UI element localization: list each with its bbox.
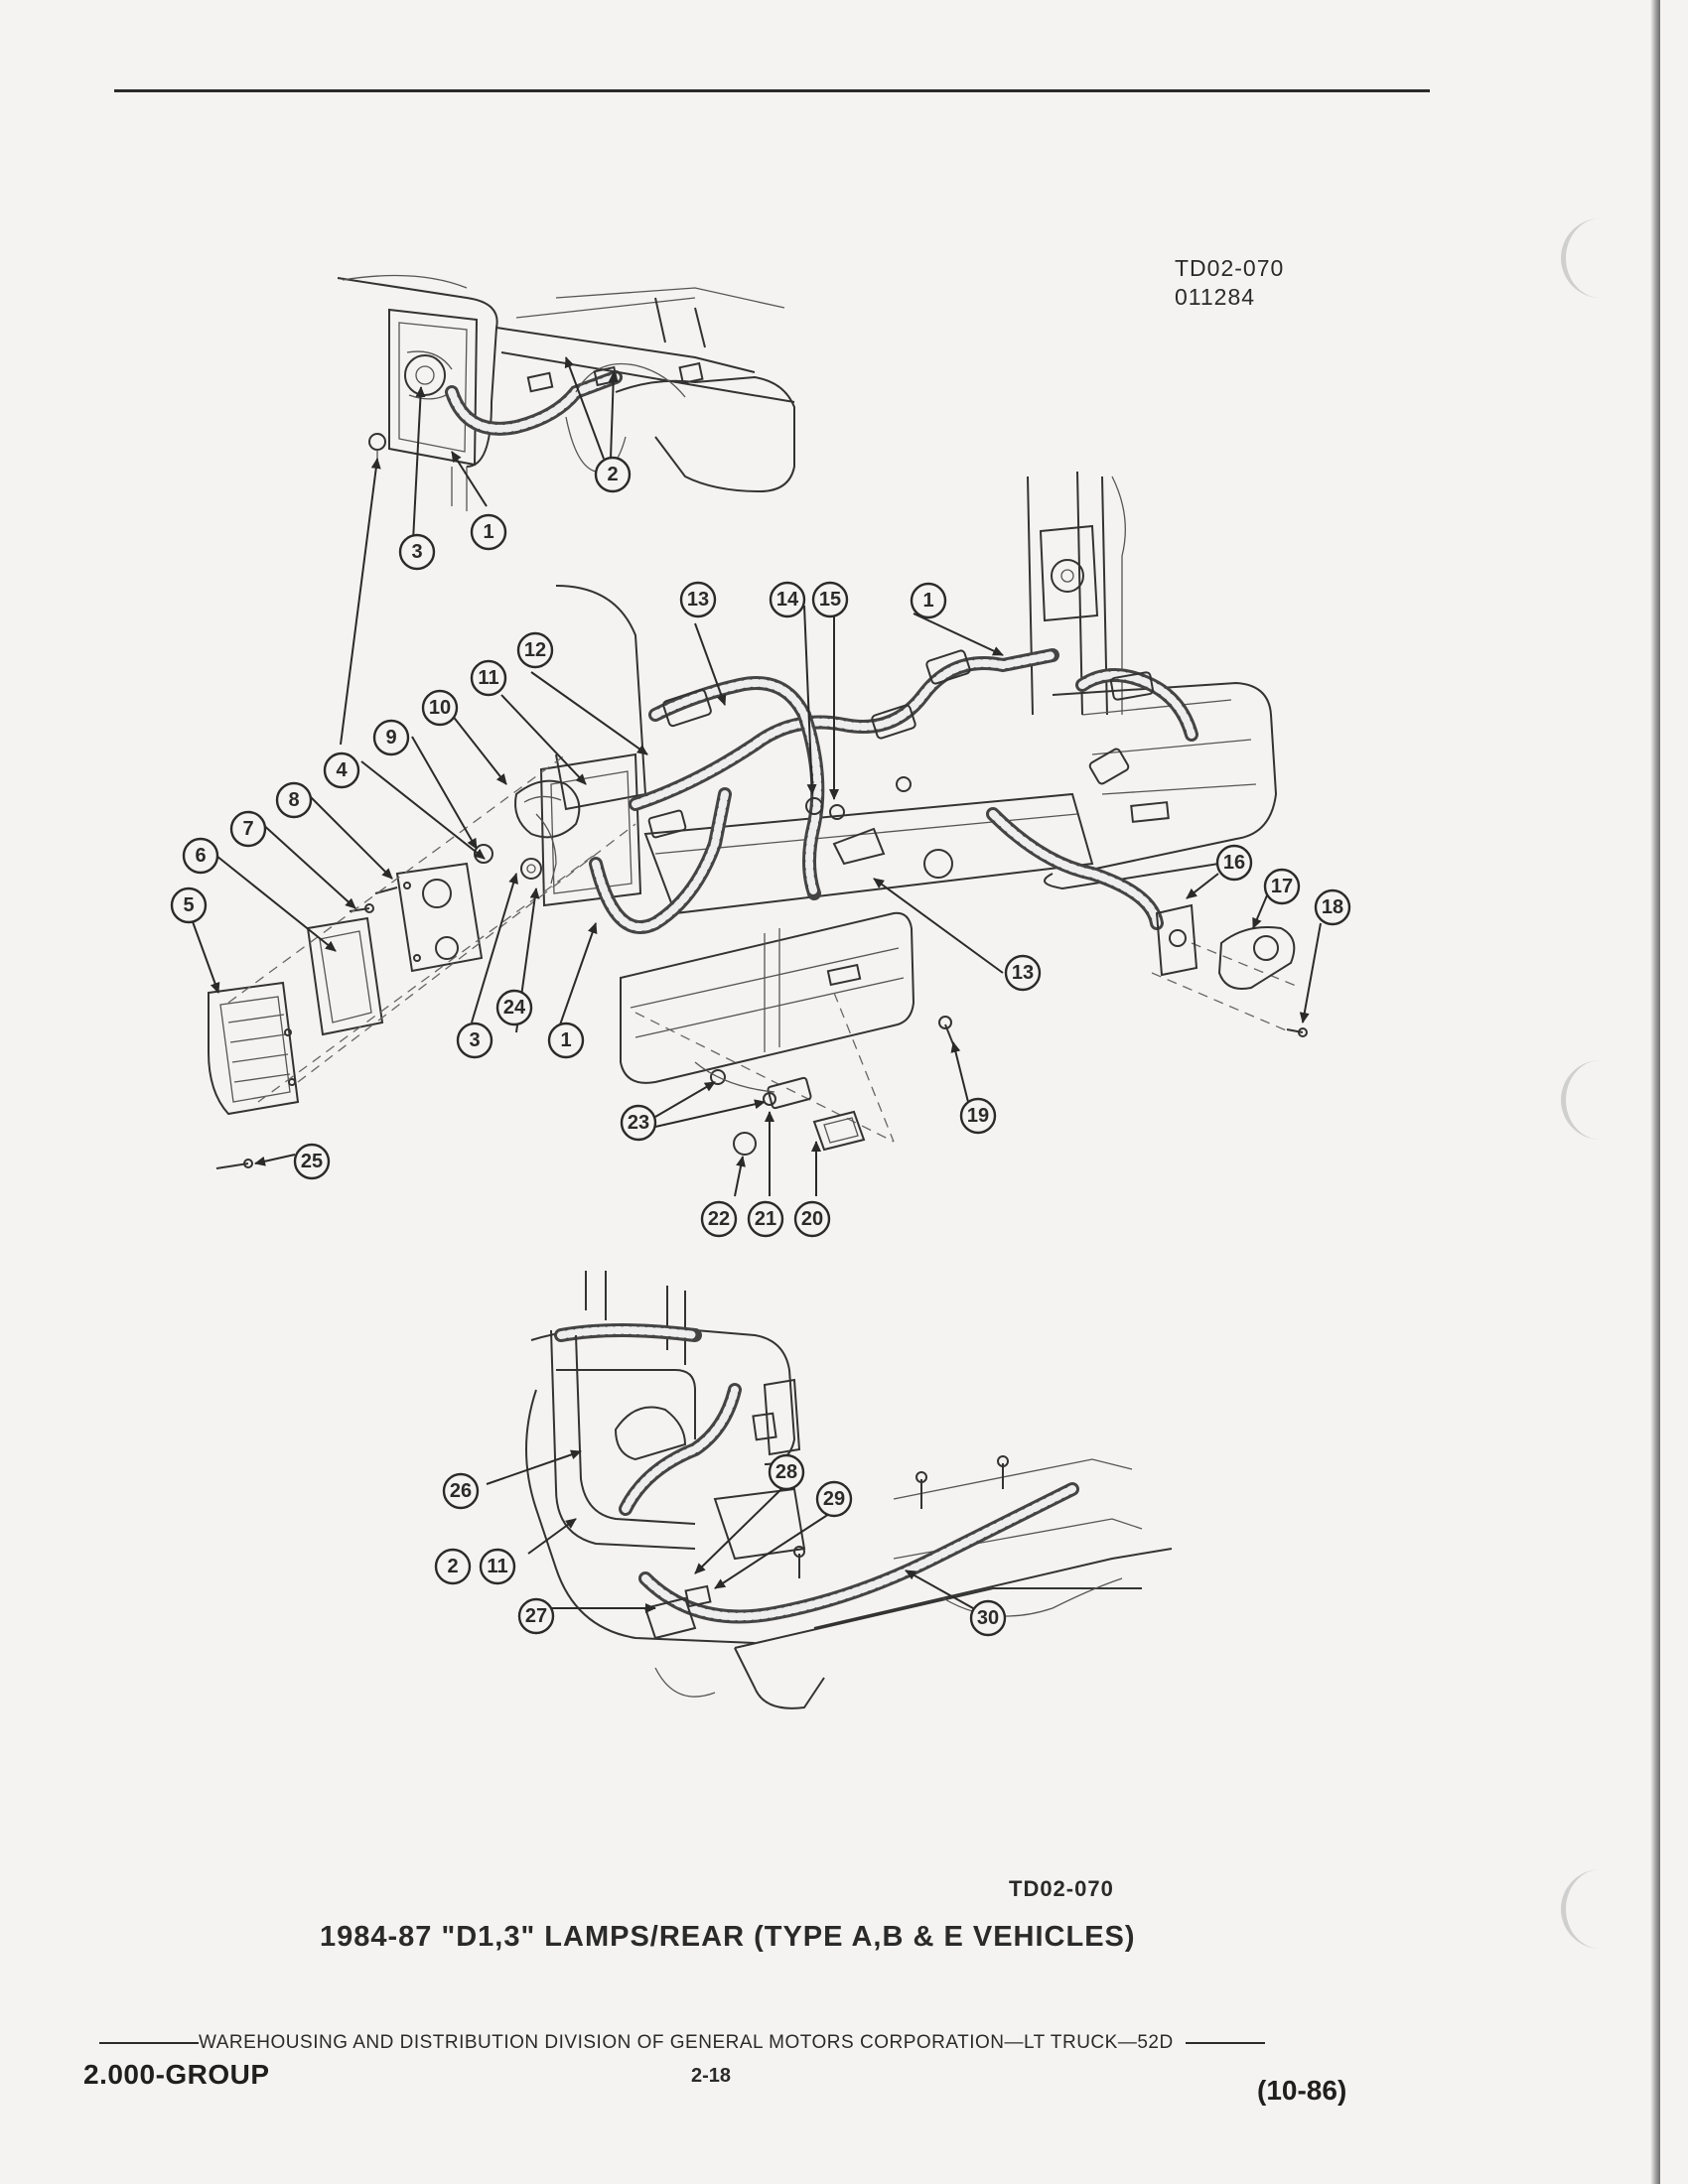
footer-page-number: 2-18	[691, 2065, 732, 2087]
svg-text:30: 30	[977, 1607, 999, 1629]
page-edge-shadow	[1650, 0, 1660, 2184]
callout-8: 8	[275, 781, 313, 819]
callout-24: 24	[495, 989, 533, 1026]
svg-text:6: 6	[195, 845, 206, 867]
svg-text:3: 3	[411, 541, 422, 563]
svg-text:14: 14	[776, 589, 799, 611]
svg-text:27: 27	[525, 1605, 547, 1627]
callout-15: 15	[811, 581, 849, 618]
svg-text:1: 1	[922, 590, 933, 612]
svg-text:4: 4	[336, 759, 348, 781]
callout-3-lower: 3	[456, 1022, 493, 1059]
svg-text:13: 13	[1012, 962, 1034, 984]
callout-9: 9	[372, 719, 410, 756]
callout-27: 27	[517, 1597, 555, 1635]
svg-text:3: 3	[469, 1029, 480, 1051]
top-rule	[114, 89, 1430, 92]
svg-text:16: 16	[1223, 852, 1245, 874]
callout-19: 19	[959, 1097, 997, 1135]
callout-2-bottom: 2	[434, 1548, 472, 1585]
callout-16: 16	[1215, 844, 1253, 882]
callout-14: 14	[769, 581, 806, 618]
figure-code-block: TD02-070 011284	[1175, 254, 1284, 312]
svg-text:11: 11	[478, 667, 498, 689]
svg-text:22: 22	[708, 1208, 730, 1230]
svg-text:7: 7	[242, 818, 253, 840]
callout-11-bottom: 11	[479, 1548, 516, 1585]
svg-text:9: 9	[385, 727, 396, 749]
callout-4: 4	[323, 751, 360, 789]
svg-text:1: 1	[560, 1029, 571, 1051]
callout-23: 23	[620, 1104, 657, 1142]
lower-detail-view	[525, 1271, 1173, 1709]
figure-code-bottom: TD02-070	[1009, 1876, 1114, 1901]
leader-lines	[186, 356, 1322, 1613]
footer-group: 2.000-GROUP	[83, 2059, 270, 2090]
binder-hole-top	[1561, 218, 1606, 298]
svg-text:20: 20	[801, 1208, 823, 1230]
svg-text:17: 17	[1271, 876, 1293, 897]
callout-1-main: 1	[910, 582, 947, 619]
footer-revision-date: (10-86)	[1257, 2075, 1347, 2106]
svg-text:28: 28	[775, 1461, 797, 1483]
callout-18: 18	[1314, 888, 1351, 926]
svg-text:29: 29	[823, 1488, 845, 1510]
callout-21: 21	[747, 1200, 784, 1238]
svg-text:24: 24	[503, 997, 526, 1019]
main-exploded-view	[208, 471, 1308, 1169]
callout-7: 7	[229, 810, 267, 848]
footer-division-line: WAREHOUSING AND DISTRIBUTION DIVISION OF…	[99, 2032, 1265, 2054]
svg-text:18: 18	[1322, 896, 1343, 918]
svg-text:8: 8	[288, 789, 299, 811]
svg-text:10: 10	[429, 697, 451, 719]
callout-2-top: 2	[594, 456, 632, 493]
figure-code-top: TD02-070	[1175, 255, 1285, 281]
callout-13-lower: 13	[1004, 954, 1042, 992]
callout-3-top: 3	[398, 533, 436, 571]
callout-12: 12	[516, 631, 554, 669]
callout-25: 25	[293, 1143, 331, 1180]
callout-1-lower: 1	[547, 1022, 585, 1059]
callout-1-top: 1	[470, 513, 507, 551]
svg-text:13: 13	[687, 589, 709, 611]
figure-date-code: 011284	[1175, 284, 1256, 310]
callout-5: 5	[170, 887, 208, 924]
svg-text:2: 2	[447, 1556, 458, 1577]
svg-text:26: 26	[450, 1480, 472, 1502]
svg-text:25: 25	[301, 1151, 323, 1172]
binder-hole-middle	[1561, 1060, 1606, 1140]
callout-30: 30	[969, 1599, 1007, 1637]
svg-text:15: 15	[819, 589, 841, 611]
footer-rule-right	[1185, 2041, 1265, 2044]
footer-division-text: WAREHOUSING AND DISTRIBUTION DIVISION OF…	[199, 2032, 1174, 2053]
callout-26: 26	[442, 1472, 480, 1510]
svg-text:23: 23	[628, 1112, 649, 1134]
callout-6: 6	[182, 837, 219, 875]
binder-hole-bottom	[1561, 1869, 1606, 1949]
figure-caption: 1984-87 "D1,3" LAMPS/REAR (TYPE A,B & E …	[320, 1921, 1136, 1953]
upper-detail-view	[337, 274, 795, 511]
callout-13-top: 13	[679, 581, 717, 618]
callout-10: 10	[421, 689, 459, 727]
svg-text:12: 12	[524, 639, 546, 661]
svg-text:1: 1	[483, 521, 493, 543]
callout-17: 17	[1263, 868, 1301, 905]
callout-20: 20	[793, 1200, 831, 1238]
callout-28: 28	[768, 1453, 805, 1491]
callout-29: 29	[815, 1480, 853, 1518]
svg-text:2: 2	[607, 464, 618, 485]
callout-11-main: 11	[470, 659, 507, 697]
svg-text:11: 11	[487, 1556, 507, 1577]
footer-rule-left	[99, 2041, 199, 2044]
svg-text:21: 21	[755, 1208, 776, 1230]
svg-text:5: 5	[183, 894, 194, 916]
callout-22: 22	[700, 1200, 738, 1238]
svg-text:19: 19	[967, 1105, 989, 1127]
